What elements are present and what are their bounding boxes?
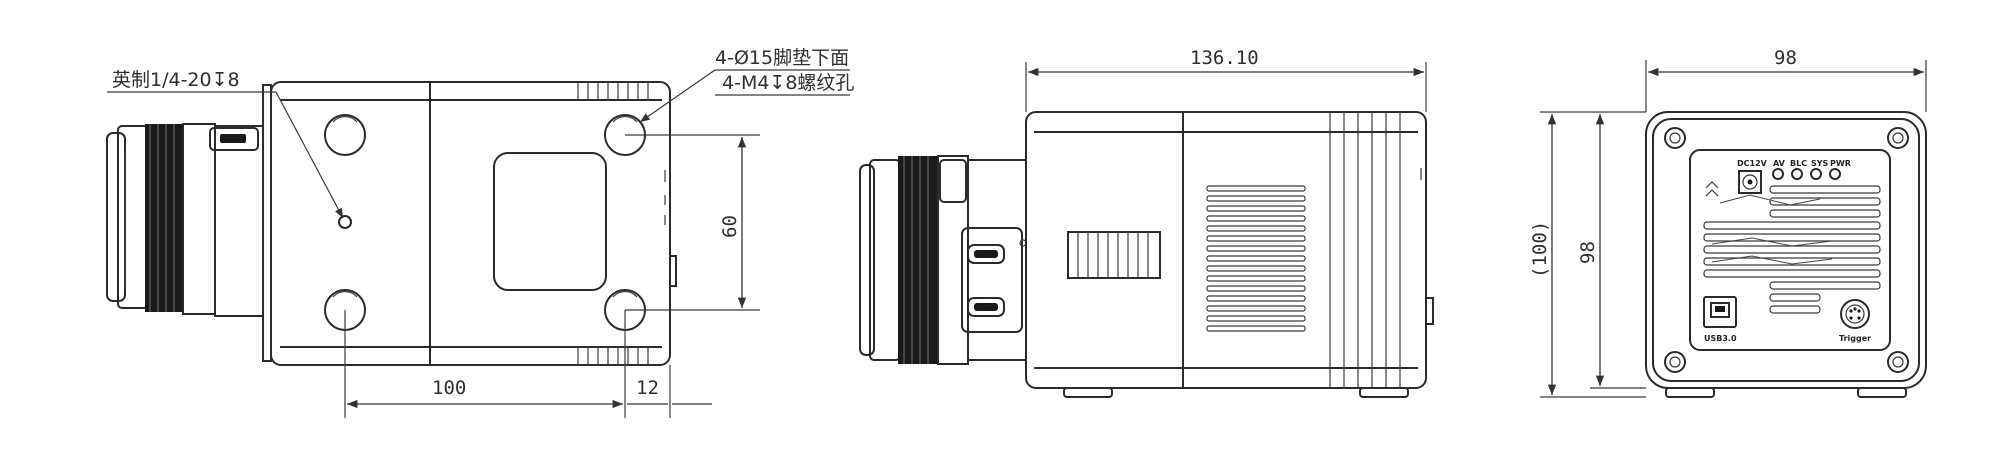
dim-height-60: 60 xyxy=(625,134,760,311)
feet-annotation-line1: 4-Ø15脚垫下面 xyxy=(715,47,849,69)
tripod-hole-icon xyxy=(338,215,352,229)
rear-view: DC12V AV BLC SYS PWR xyxy=(1529,47,1927,398)
dim-98-height-label: 98 xyxy=(1577,241,1599,264)
dim-60-label: 60 xyxy=(719,215,741,238)
port-label-av: AV xyxy=(1773,159,1786,168)
airflow-arrow-icon xyxy=(1705,181,1719,197)
thread-leader: 英制1/4-20↧8 xyxy=(107,69,344,219)
screw-icon xyxy=(1664,127,1909,373)
port-label-blc: BLC xyxy=(1790,159,1807,168)
dim-12-label: 12 xyxy=(636,377,659,399)
feet-annotation-line2: 4-M4↧8螺纹孔 xyxy=(722,72,854,94)
side-view-lens xyxy=(859,155,1027,365)
foot-pad-icon xyxy=(324,114,646,331)
rear-view-body xyxy=(1645,111,1927,398)
dim-length-100: 100 12 xyxy=(344,310,712,418)
side-view-body xyxy=(1025,111,1434,398)
port-label-sys: SYS xyxy=(1811,159,1829,168)
grip-icon xyxy=(1067,231,1161,279)
rear-port-labels: DC12V AV BLC SYS PWR xyxy=(1737,159,1851,168)
dim-100-ref-label: (100) xyxy=(1529,221,1551,278)
rear-vent-slots xyxy=(1703,185,1881,314)
dim-100-label: 100 xyxy=(432,377,466,399)
dc-power-jack-icon xyxy=(1738,170,1762,194)
port-label-dc12v: DC12V xyxy=(1737,159,1768,168)
dim-height-98: 98 (100) xyxy=(1529,111,1646,398)
dim-136-label: 136.10 xyxy=(1190,47,1259,69)
dim-length-136: 136.10 xyxy=(1025,47,1427,112)
side-view: 136.10 xyxy=(859,47,1434,398)
trigger-port-icon: Trigger xyxy=(1839,299,1871,343)
port-label-pwr: PWR xyxy=(1830,159,1851,168)
feet-leader: 4-Ø15脚垫下面 4-M4↧8螺纹孔 xyxy=(639,47,854,123)
bottom-view-lens xyxy=(106,123,264,317)
thread-annotation: 英制1/4-20↧8 xyxy=(112,69,240,91)
dim-98-width-label: 98 xyxy=(1774,47,1797,69)
status-led-icon xyxy=(1772,168,1841,180)
trigger-label: Trigger xyxy=(1839,334,1871,343)
usb3-port-icon: USB3.0 xyxy=(1703,296,1737,343)
bottom-view: 英制1/4-20↧8 4-Ø15脚垫下面 4-M4↧8螺纹孔 60 100 12 xyxy=(106,47,854,418)
usb-label: USB3.0 xyxy=(1704,334,1737,343)
bottom-view-body xyxy=(262,81,677,366)
vent-grill-icon xyxy=(1206,185,1306,332)
dim-width-98: 98 xyxy=(1645,47,1927,112)
